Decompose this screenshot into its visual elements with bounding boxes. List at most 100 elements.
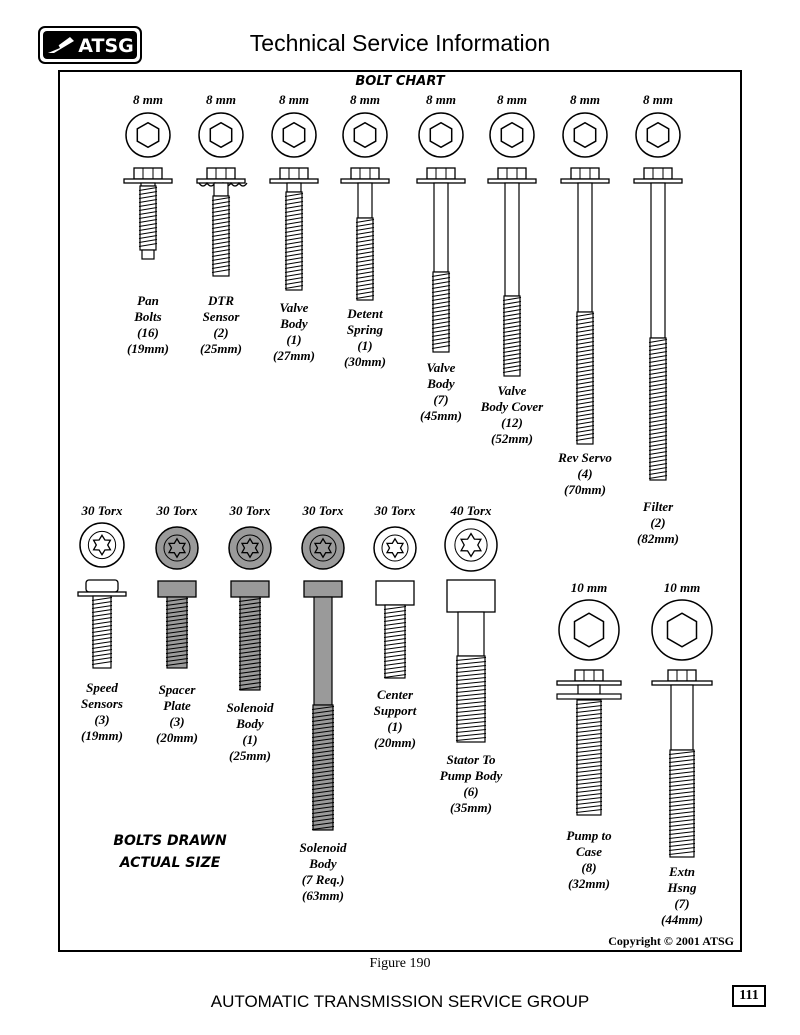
- thread-line: [668, 794, 696, 800]
- thread-line: [211, 212, 231, 218]
- thread-line: [138, 218, 158, 224]
- caption-line: Solenoid: [299, 840, 347, 855]
- thread-line: [668, 778, 696, 784]
- thread-line: [91, 636, 113, 642]
- caption-line: (7): [674, 896, 690, 911]
- thread-line: [575, 360, 595, 366]
- thread-line: [575, 388, 595, 394]
- thread-line: [238, 677, 262, 683]
- thread-line: [284, 284, 304, 290]
- caption-line: Speed: [86, 680, 118, 695]
- thread-line: [668, 758, 696, 764]
- thread-line: [383, 625, 407, 631]
- thread-line: [668, 774, 696, 780]
- caption-line: Body: [309, 856, 337, 871]
- thread-line: [355, 238, 375, 244]
- thread-line: [431, 320, 451, 326]
- thread-line: [211, 264, 231, 270]
- thread-line: [238, 613, 262, 619]
- caption-line: (20mm): [156, 730, 198, 745]
- thread-line: [575, 404, 595, 410]
- hex-socket: [209, 121, 233, 149]
- thread-line: [431, 284, 451, 290]
- caption-line: (2): [650, 515, 666, 530]
- thread-line: [502, 324, 522, 330]
- thread-line: [502, 340, 522, 346]
- thread-line: [455, 720, 487, 726]
- thread-line: [431, 308, 451, 314]
- thread-line: [238, 633, 262, 639]
- bolt-solenoid-body-25: [228, 526, 272, 691]
- thread-line: [668, 770, 696, 776]
- thread-line: [431, 324, 451, 330]
- thread-line: [668, 850, 696, 856]
- thread-line: [91, 640, 113, 646]
- caption-line: (7): [433, 392, 449, 407]
- caption-line: (1): [242, 732, 258, 747]
- thread-line: [648, 446, 668, 452]
- thread-line: [455, 688, 487, 694]
- thread-line: [238, 665, 262, 671]
- bolt-head: [667, 669, 697, 682]
- bolt-shank: [577, 182, 593, 313]
- caption-line: Rev Servo: [558, 450, 612, 465]
- thread-line: [455, 680, 487, 686]
- thread-line: [575, 316, 595, 322]
- thread-line: [455, 724, 487, 730]
- thread-line: [91, 620, 113, 626]
- thread-line: [575, 708, 603, 714]
- thread-line: [91, 616, 113, 622]
- thread-line: [455, 716, 487, 722]
- bolt-row1-2: [196, 112, 248, 277]
- thread-line: [431, 272, 451, 278]
- thread-line: [91, 652, 113, 658]
- thread-line: [455, 660, 487, 666]
- thread-line: [211, 268, 231, 274]
- thread-line: [575, 740, 603, 746]
- caption-line: Stator To: [446, 752, 496, 767]
- thread-line: [211, 244, 231, 250]
- bolt-pump-to-case: [556, 599, 622, 816]
- thread-line: [91, 648, 113, 654]
- thread-line: [238, 669, 262, 675]
- thread-line: [238, 621, 262, 627]
- thread-line: [165, 613, 189, 619]
- caption-line: Case: [576, 844, 602, 859]
- thread-line: [502, 360, 522, 366]
- caption-line: Extn: [668, 864, 695, 879]
- caption-line: Hsng: [667, 880, 697, 895]
- bolt-head: [230, 580, 270, 598]
- thread-line: [648, 338, 668, 344]
- bolt-head: [446, 579, 496, 613]
- bolt-caption-pan-bolts: Pan Bolts (16) (19mm): [93, 293, 203, 357]
- thread-line: [311, 761, 335, 767]
- thread-line: [311, 825, 335, 831]
- caption-line: (1): [357, 338, 373, 353]
- thread-line: [648, 438, 668, 444]
- thread-line: [575, 376, 595, 382]
- thread-line: [383, 613, 407, 619]
- thread-line: [138, 214, 158, 220]
- thread-line: [284, 256, 304, 262]
- thread-line: [238, 645, 262, 651]
- thread-line: [575, 432, 595, 438]
- caption-line: Plate: [163, 698, 191, 713]
- washer: [556, 693, 622, 700]
- bolt-shank: [670, 684, 694, 751]
- caption-line: (30mm): [344, 354, 386, 369]
- bolt-extn-hsng: [651, 599, 713, 858]
- thread-line: [238, 685, 262, 691]
- caption-line: (12): [501, 415, 523, 430]
- thread-line: [502, 336, 522, 342]
- size-label: 40 Torx: [450, 503, 492, 518]
- thread-line: [138, 238, 158, 244]
- thread-line: [211, 204, 231, 210]
- thread-line: [575, 356, 595, 362]
- torx-socket: [313, 537, 333, 559]
- thread-line: [138, 234, 158, 240]
- bolt-flange: [196, 178, 246, 184]
- thread-line: [383, 617, 407, 623]
- thread-line: [431, 288, 451, 294]
- thread-line: [311, 801, 335, 807]
- thread-line: [165, 653, 189, 659]
